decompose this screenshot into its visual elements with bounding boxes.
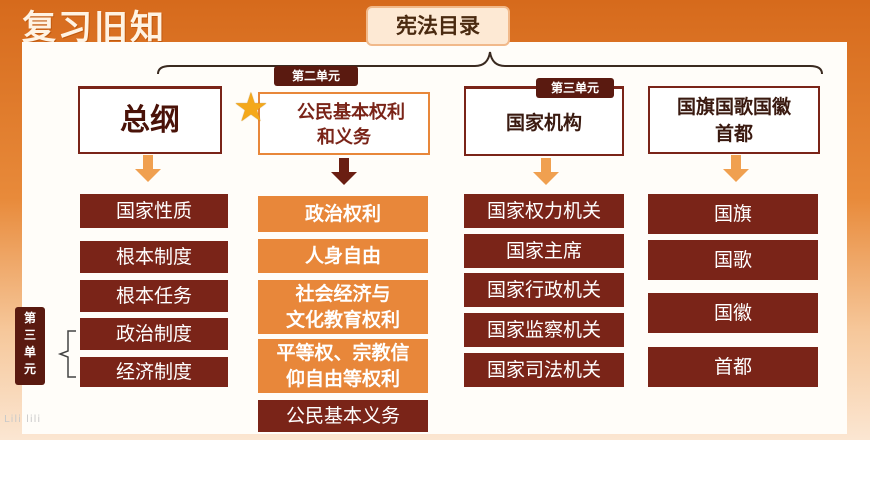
list-item-line: 平等权、宗教信: [276, 342, 410, 364]
slide-title: 复习旧知: [22, 8, 166, 48]
list-item: 首都: [648, 347, 818, 387]
list-item: 国家监察机关: [464, 313, 624, 347]
list-item: 政治权利: [258, 196, 428, 232]
unit-tag-third: 第三单元: [536, 78, 614, 98]
list-item: 根本任务: [80, 280, 228, 312]
list-item: 国家主席: [464, 234, 624, 268]
unit-tag-second: 第二单元: [274, 66, 358, 86]
category-citizen-rights-line2: 和义务: [317, 127, 371, 148]
list-item: 国家性质: [80, 194, 228, 228]
list-item: 平等权、宗教信 仰自由等权利: [258, 339, 428, 393]
category-general-principles: 总纲: [78, 86, 222, 154]
side-unit-char: 元: [23, 362, 36, 376]
side-unit-char: 单: [23, 345, 36, 359]
side-unit-char: 三: [23, 328, 36, 342]
star-icon: ★: [233, 85, 269, 131]
list-item-line: 社会经济与: [295, 283, 391, 305]
list-item: 国徽: [648, 293, 818, 333]
side-bracket: [57, 330, 76, 378]
list-item: 国家权力机关: [464, 194, 624, 228]
category-citizen-rights-line1: 公民基本权利: [297, 102, 405, 123]
category-citizen-rights: 公民基本权利 和义务: [258, 92, 430, 155]
list-item: 国歌: [648, 240, 818, 280]
list-item-line: 仰自由等权利: [285, 368, 400, 390]
category-flag-anthem: 国旗国歌国徽 首都: [648, 86, 820, 154]
toc-title-box: 宪法目录: [366, 6, 510, 46]
list-item: 人身自由: [258, 239, 428, 273]
list-item-line: 文化教育权利: [285, 309, 400, 331]
list-item: 根本制度: [80, 241, 228, 273]
watermark-logo: Lili lili: [4, 414, 42, 425]
list-item: 国家行政机关: [464, 273, 624, 307]
list-item: 政治制度: [80, 318, 228, 350]
category-flag-anthem-line1: 国旗国歌国徽: [676, 96, 791, 118]
side-unit-tag: 第 三 单 元: [15, 307, 45, 385]
top-brace: [157, 51, 823, 75]
list-item: 国旗: [648, 194, 818, 234]
side-unit-char: 第: [23, 311, 36, 325]
category-flag-anthem-line2: 首都: [714, 123, 753, 145]
list-item: 经济制度: [80, 357, 228, 387]
list-item: 公民基本义务: [258, 400, 428, 432]
list-item: 社会经济与 文化教育权利: [258, 280, 428, 334]
list-item: 国家司法机关: [464, 353, 624, 387]
